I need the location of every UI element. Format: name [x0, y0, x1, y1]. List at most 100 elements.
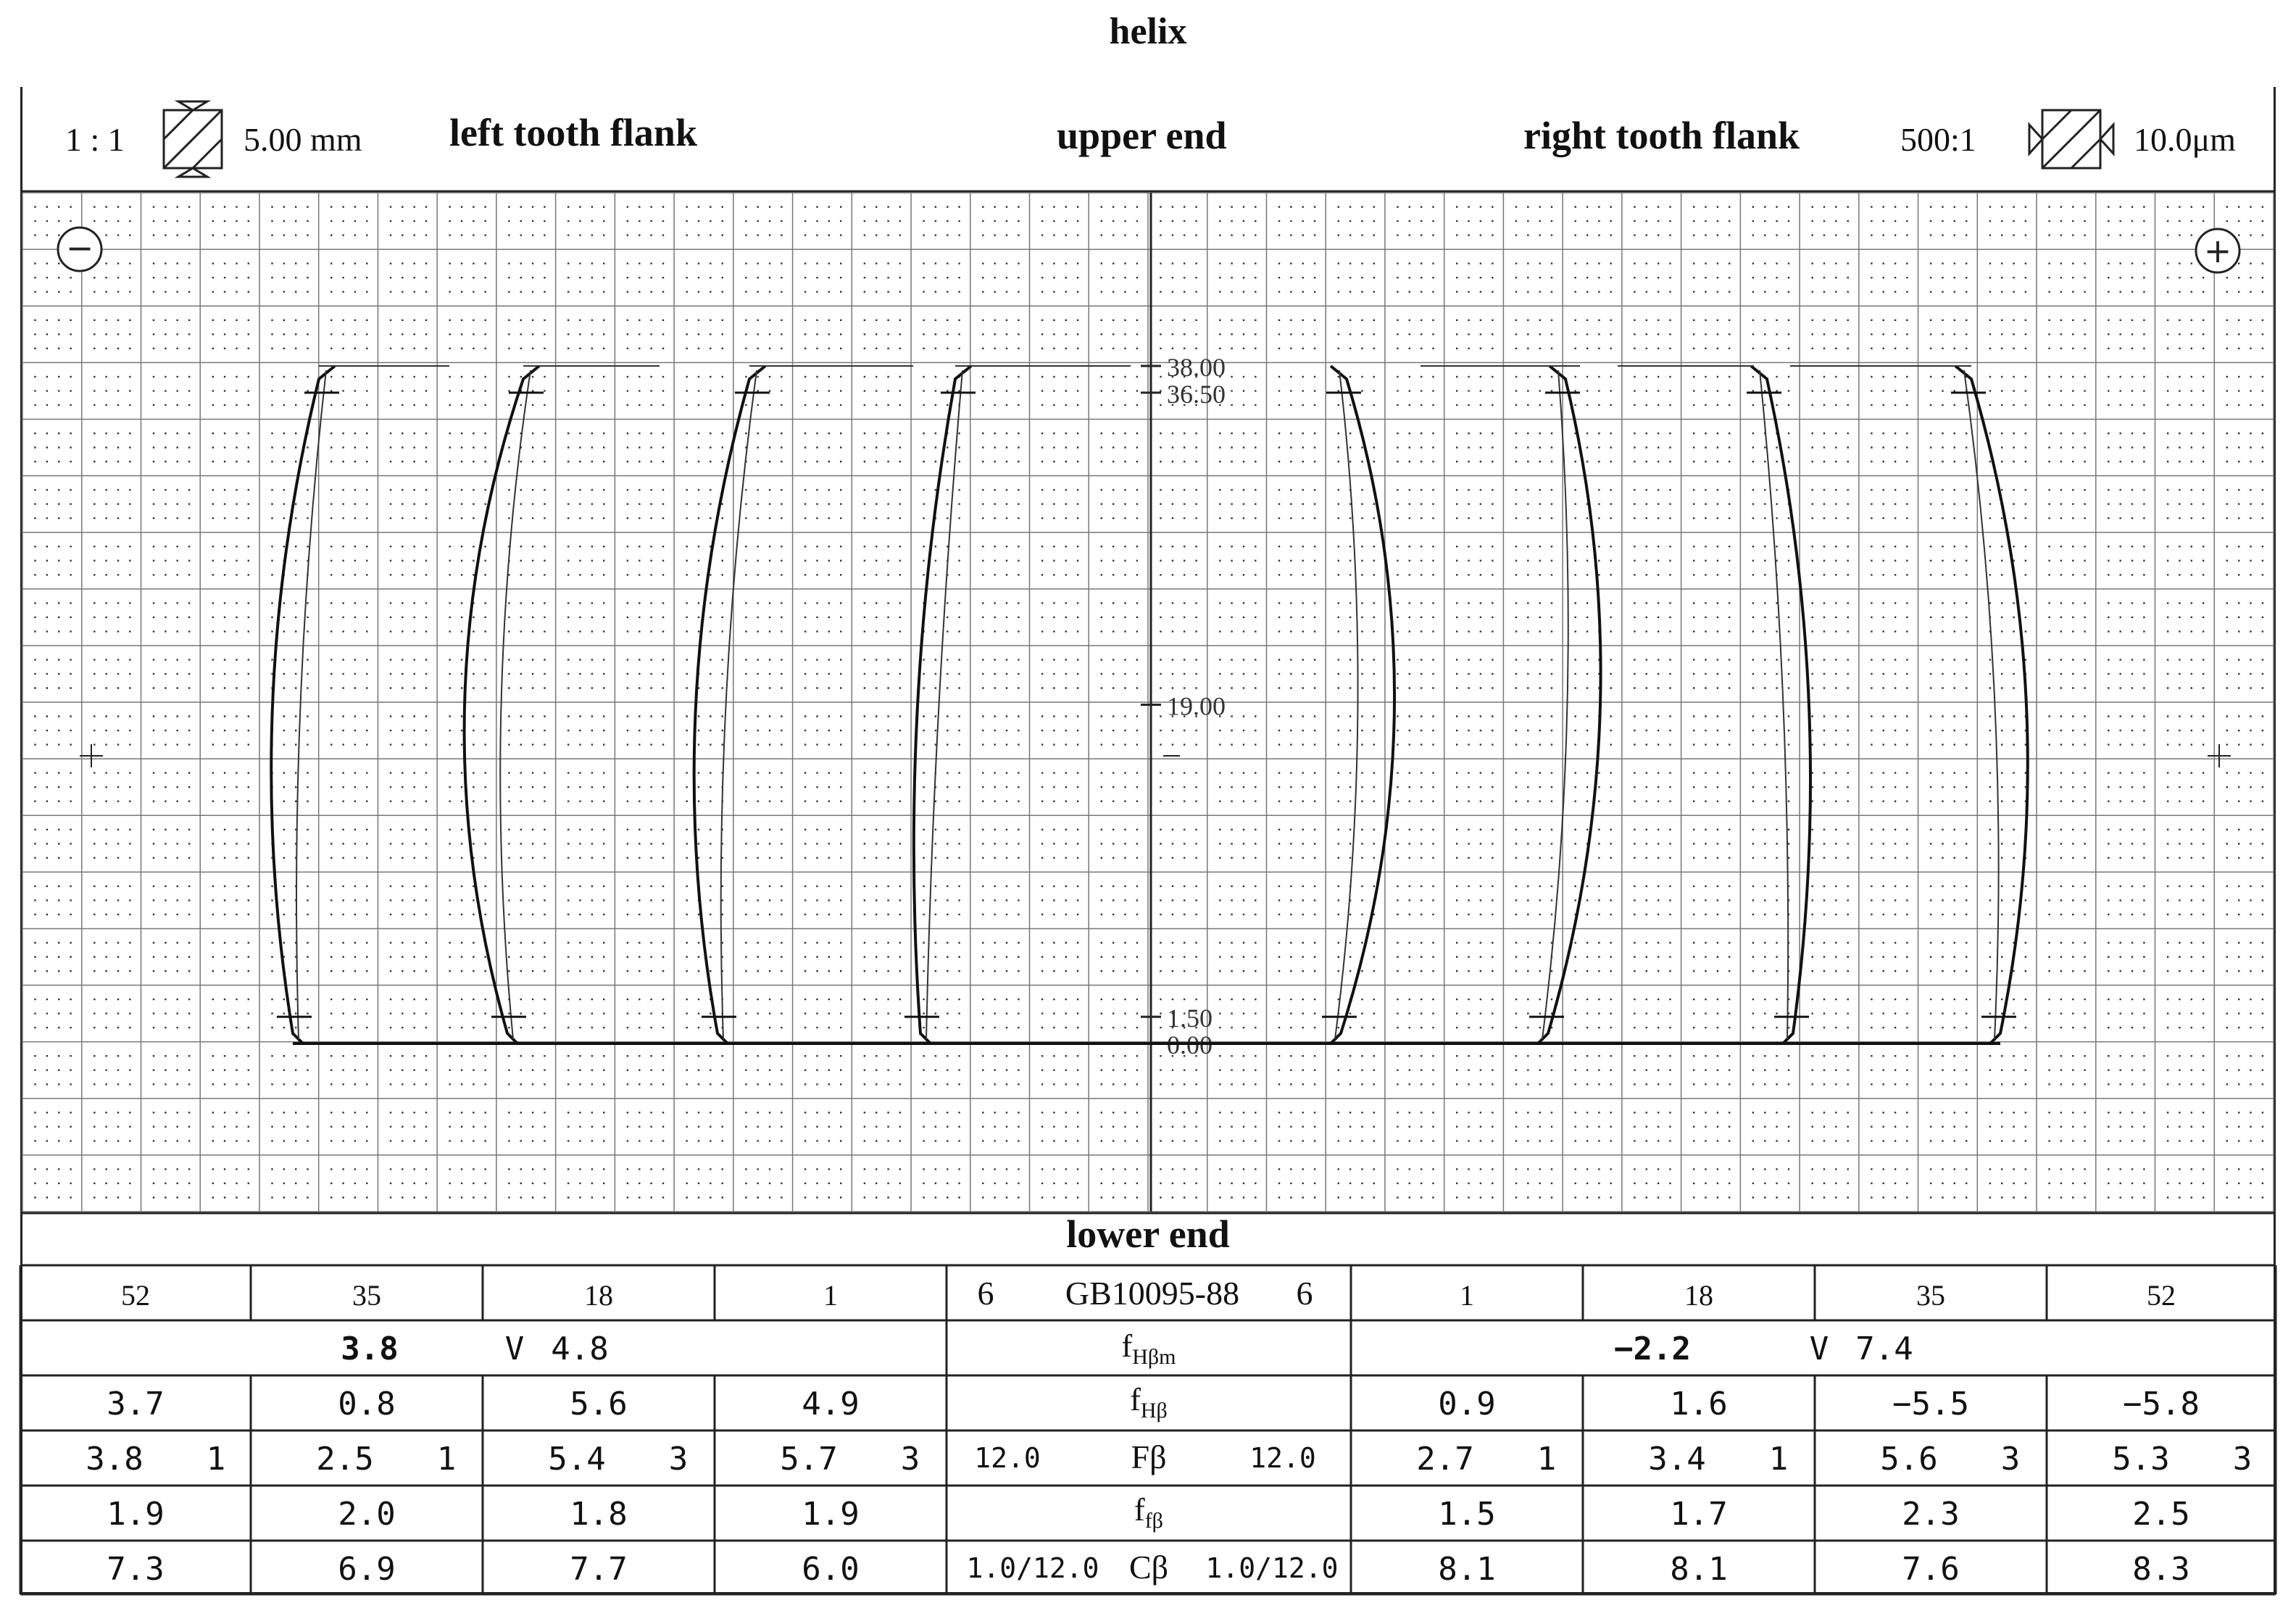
Cb-left-1: 6.9 — [338, 1551, 396, 1588]
Cb-left-0: 7.3 — [107, 1551, 165, 1588]
helix-trace-left-2 — [692, 365, 767, 1045]
fhb-left-3: 4.9 — [802, 1386, 860, 1423]
helix-trace-right-0 — [1329, 365, 1397, 1045]
Fb-left-grade-1: 1 — [436, 1441, 457, 1478]
y-tick-label: 38.00 — [1167, 353, 1226, 382]
ffb-label: ffβ — [947, 1491, 1351, 1533]
scale-right-label: 500:1 — [1900, 121, 1976, 158]
ffb-label-sub: fβ — [1144, 1508, 1163, 1533]
Fb-left-3: 5.7 — [780, 1441, 838, 1478]
Fb-right-1: 3.4 — [1648, 1441, 1706, 1478]
chart-title: helix — [1109, 11, 1187, 52]
grid-dots — [34, 206, 2264, 1199]
fhb-right-2: −5.5 — [1892, 1386, 1969, 1423]
Fb-right-2: 5.6 — [1880, 1441, 1938, 1478]
helix-reference-right-1 — [1542, 370, 1569, 1040]
helix-reference-left-1 — [499, 370, 531, 1040]
ffb-left-0: 1.9 — [107, 1496, 165, 1533]
helix-reference-right-0 — [1334, 370, 1359, 1040]
helix-reference-left-2 — [720, 370, 757, 1040]
header-tooth-right-52: 52 — [2147, 1279, 2176, 1312]
header-grade-right: 6 — [1296, 1275, 1313, 1312]
ffb-label-main: f — [1134, 1492, 1145, 1528]
Cb-right-3: 8.3 — [2132, 1551, 2190, 1588]
fhb-left-1: 0.8 — [338, 1386, 396, 1423]
helix-trace-right-1 — [1536, 365, 1602, 1045]
scale-left-label: 1 : 1 — [65, 121, 125, 158]
header-standard: GB10095-88 — [1065, 1275, 1240, 1312]
fhbm-left-var: 4.8 — [551, 1330, 609, 1367]
helix-reference-left-3 — [926, 370, 963, 1040]
fhb-label: fHβ — [947, 1381, 1351, 1423]
Fb-left-grade-0: 1 — [206, 1441, 226, 1478]
helix-trace-right-3 — [1954, 365, 2029, 1045]
plus-marker-icon — [2195, 228, 2241, 274]
header-tooth-left-52: 52 — [121, 1279, 150, 1312]
fhb-label-main: f — [1130, 1382, 1141, 1417]
y-tick-label: 1.50 — [1167, 1004, 1213, 1033]
Cb-label: Cβ — [1128, 1549, 1169, 1586]
ffb-right-1: 1.7 — [1670, 1496, 1728, 1533]
Fb-right-0: 2.7 — [1416, 1441, 1474, 1478]
scale-left-unit: 5.00 mm — [244, 121, 362, 158]
Cb-left-3: 6.0 — [802, 1551, 860, 1588]
helix-trace-left-1 — [462, 365, 541, 1045]
Fb-left-grade-3: 3 — [900, 1441, 920, 1478]
scale-right-unit: 10.0μm — [2134, 121, 2236, 158]
ffb-right-0: 1.5 — [1438, 1496, 1496, 1533]
fhb-left-0: 3.7 — [107, 1386, 165, 1423]
fhbm-right-mean: −2.2 — [1614, 1330, 1691, 1367]
Fb-right-grade-2: 3 — [2000, 1441, 2021, 1478]
Fb-left-grade-2: 3 — [668, 1441, 689, 1478]
helix-reference-right-2 — [1759, 370, 1789, 1040]
Fb-right-grade-0: 1 — [1536, 1441, 1557, 1478]
minus-marker-label: − — [66, 228, 94, 267]
ffb-left-2: 1.8 — [570, 1496, 628, 1533]
fhb-label-sub: Hβ — [1140, 1398, 1168, 1423]
Fb-left-2: 5.4 — [548, 1441, 606, 1478]
Fb-left-1: 2.5 — [316, 1441, 374, 1478]
header-tooth-left-1: 1 — [823, 1279, 838, 1312]
upper-end-label: upper end — [1057, 114, 1227, 157]
y-tick-label: 19.00 — [1167, 692, 1226, 721]
fhbm-label: fHβm — [947, 1328, 1351, 1370]
header-tooth-left-18: 18 — [584, 1279, 613, 1312]
header-tooth-left-35: 35 — [352, 1279, 381, 1312]
fhbm-left-v: V — [504, 1330, 525, 1367]
Fb-right-grade-3: 3 — [2232, 1441, 2253, 1478]
helix-trace-left-3 — [912, 365, 973, 1045]
helix-trace-right-2 — [1750, 365, 1813, 1045]
fhbm-label-main: f — [1121, 1328, 1133, 1364]
ffb-right-2: 2.3 — [1902, 1496, 1960, 1533]
fhbm-right-var: 7.4 — [1855, 1330, 1913, 1367]
fhbm-left-mean: 3.8 — [341, 1330, 399, 1367]
y-tick-label: 36.50 — [1167, 380, 1226, 409]
helix-reference-right-3 — [1963, 370, 2000, 1040]
ffb-left-3: 1.9 — [802, 1496, 860, 1533]
ffb-right-3: 2.5 — [2132, 1496, 2190, 1533]
helix-reference-left-0 — [296, 370, 327, 1040]
Fb-label: Fβ — [1131, 1438, 1167, 1475]
fhb-left-2: 5.6 — [570, 1386, 628, 1423]
header-grade-left: 6 — [977, 1275, 994, 1312]
Cb-right-1: 8.1 — [1670, 1551, 1728, 1588]
fhb-right-3: −5.8 — [2123, 1386, 2200, 1423]
Cb-tol-left: 1.0/12.0 — [966, 1552, 1099, 1584]
header-tooth-right-35: 35 — [1916, 1279, 1945, 1312]
Fb-left-0: 3.8 — [86, 1441, 144, 1478]
fhb-right-0: 0.9 — [1438, 1386, 1496, 1423]
Fb-tol-left: 12.0 — [974, 1442, 1041, 1474]
fhb-right-1: 1.6 — [1670, 1386, 1728, 1423]
helix-trace-left-0 — [270, 365, 336, 1045]
ffb-left-1: 2.0 — [338, 1496, 396, 1533]
Cb-left-2: 7.7 — [570, 1551, 628, 1588]
Fb-right-3: 5.3 — [2112, 1441, 2170, 1478]
left-flank-label: left tooth flank — [449, 111, 697, 154]
header-tooth-right-18: 18 — [1684, 1279, 1713, 1312]
header-tooth-right-1: 1 — [1460, 1279, 1474, 1312]
plus-marker-label: + — [2204, 231, 2232, 270]
right-flank-label: right tooth flank — [1523, 114, 1800, 157]
Cb-right-2: 7.6 — [1902, 1551, 1960, 1588]
